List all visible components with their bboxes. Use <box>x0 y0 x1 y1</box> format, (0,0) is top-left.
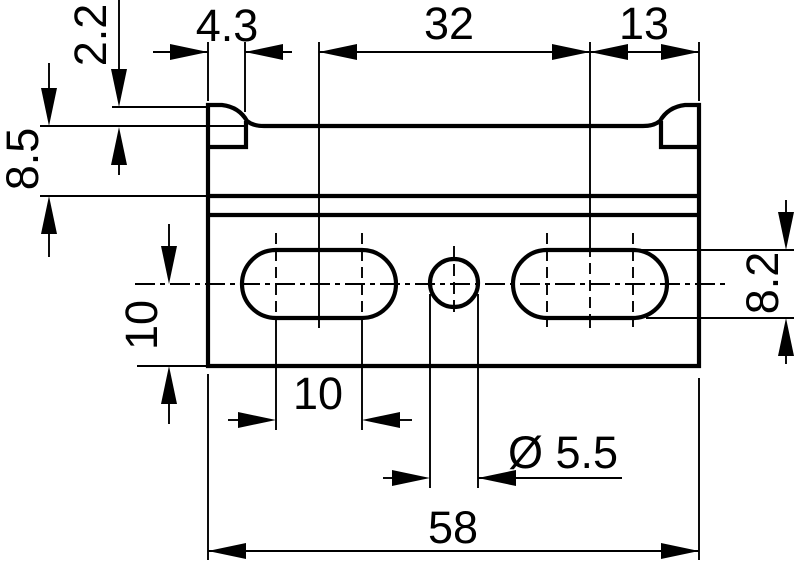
dim-label-32: 32 <box>424 0 474 49</box>
arrowhead <box>362 412 400 428</box>
left-dimension-group: 2.2 8.5 10 <box>0 0 246 424</box>
part-body-contour <box>205 102 702 369</box>
arrowhead <box>41 88 57 126</box>
arrowhead <box>778 318 794 356</box>
bottom-dimension-group: 10 Ø 5.5 58 <box>207 294 700 560</box>
arrowhead <box>590 44 628 60</box>
right-lip-notch <box>658 121 699 150</box>
right-dimension-group: 8.2 <box>640 200 794 364</box>
dim-label-10-bottom: 10 <box>293 368 343 419</box>
top-dimension-group: 4.3 32 13 <box>153 0 700 112</box>
dim-label-8-2: 8.2 <box>737 252 788 315</box>
left-lip-notch <box>208 121 249 150</box>
dim-label-2-2: 2.2 <box>65 4 116 67</box>
arrowhead <box>245 44 283 60</box>
dim-label-10-left: 10 <box>116 300 167 350</box>
arrowhead <box>319 44 357 60</box>
arrowhead <box>111 127 127 165</box>
arrowhead <box>208 543 246 559</box>
arrowhead <box>161 366 177 404</box>
arrowhead <box>661 44 699 60</box>
dim-label-8-5: 8.5 <box>0 128 48 191</box>
arrowhead <box>661 543 699 559</box>
arrowhead <box>552 44 590 60</box>
arrowhead <box>170 44 208 60</box>
dim-label-4-3: 4.3 <box>196 0 259 51</box>
dim-label-58: 58 <box>428 502 478 553</box>
part-outline <box>205 102 702 369</box>
arrowhead <box>111 69 127 107</box>
dim-label-13: 13 <box>619 0 669 49</box>
arrowhead <box>392 470 430 486</box>
arrowhead <box>238 412 276 428</box>
centerlines <box>135 42 727 430</box>
dim-label-dia-5-5: Ø 5.5 <box>508 427 618 478</box>
arrowhead <box>161 246 177 284</box>
arrowhead <box>778 212 794 250</box>
arrowhead <box>41 196 57 234</box>
